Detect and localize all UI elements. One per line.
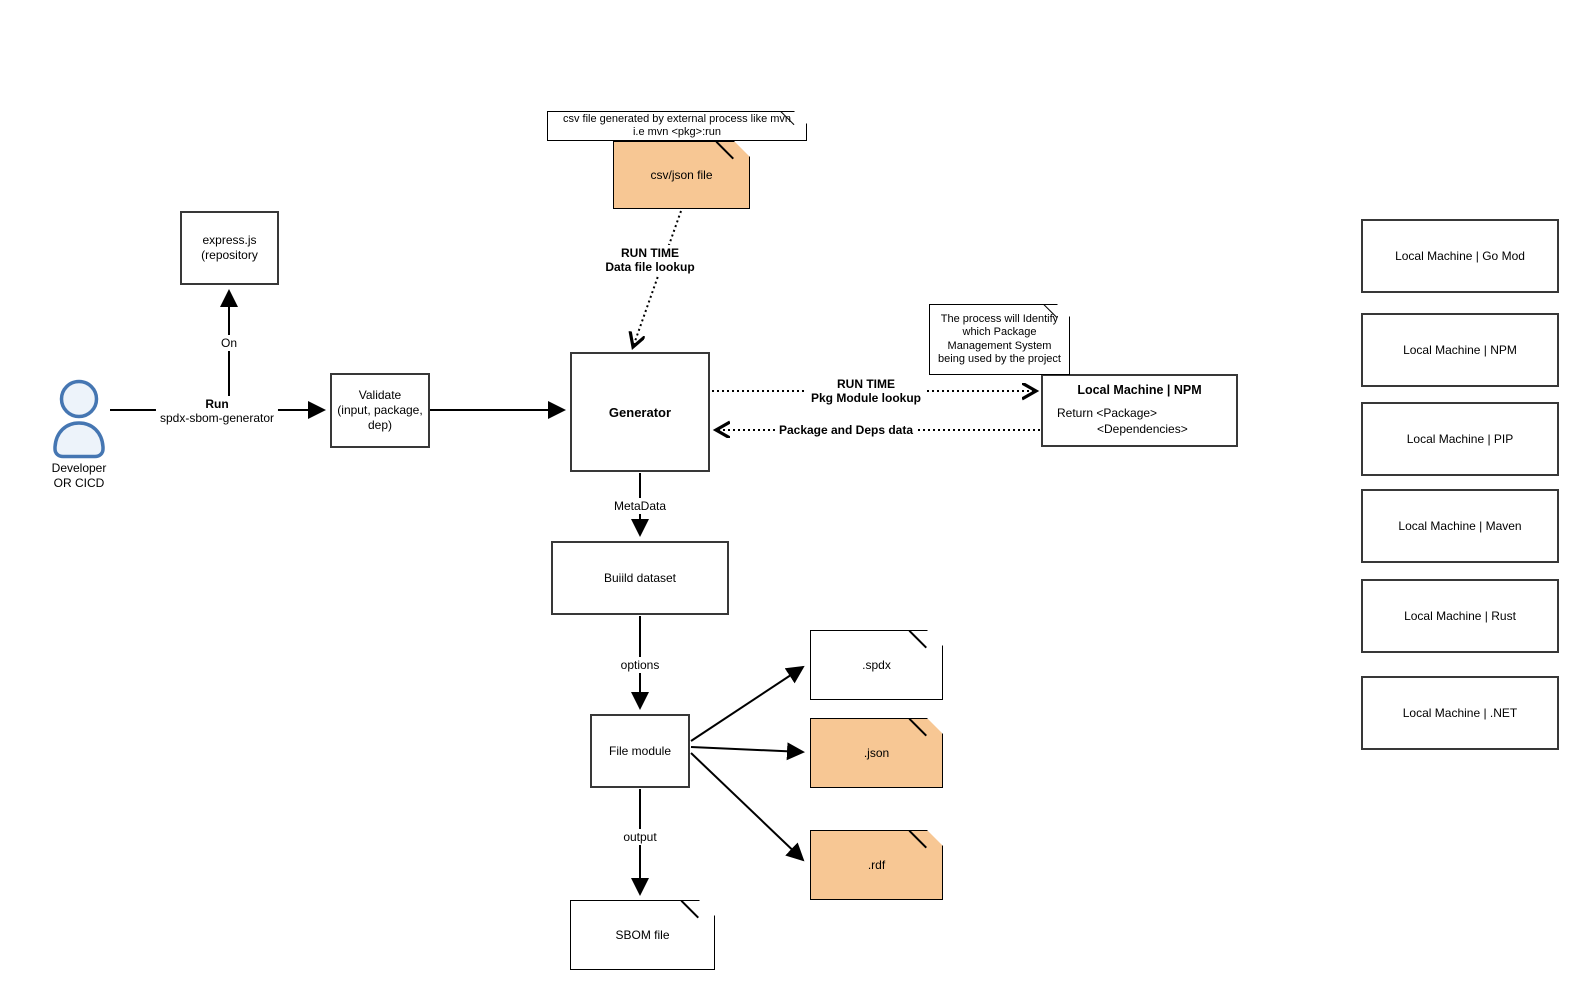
edge-label-line: Data file lookup bbox=[605, 260, 695, 274]
note-line: which Package bbox=[962, 326, 1037, 338]
node-label-line: Local Machine | Rust bbox=[1404, 608, 1516, 623]
node-local-machine-go-mod: Local Machine | Go Mod bbox=[1361, 219, 1559, 293]
node-label-line: <Dependencies> bbox=[1097, 422, 1188, 436]
note-line: being used by the project bbox=[938, 353, 1061, 365]
actor-label-line: OR CICD bbox=[53, 476, 105, 490]
edge-label-line: spdx-sbom-generator bbox=[159, 411, 275, 425]
edge-label-line: RUN TIME bbox=[621, 246, 679, 260]
node-express-js: express.js (repository bbox=[180, 211, 279, 285]
node-generator: Generator bbox=[570, 352, 710, 472]
doc-rdf: .rdf bbox=[810, 829, 944, 900]
doc-label: .spdx bbox=[862, 658, 891, 672]
node-local-machine-npm: Local Machine | NPM bbox=[1361, 313, 1559, 387]
node-label-line: File module bbox=[608, 743, 672, 758]
doc-label: SBOM file bbox=[615, 928, 670, 942]
edge-label-line: Run bbox=[205, 397, 229, 411]
doc-label: .rdf bbox=[867, 858, 886, 872]
edge-label-line: Pkg Module lookup bbox=[811, 391, 921, 405]
node-body: Return <Package> <Dependencies> bbox=[1043, 405, 1236, 437]
actor-label-line: Developer bbox=[51, 461, 107, 475]
doc-sbom-file: SBOM file bbox=[570, 899, 716, 970]
node-label-line: Validate bbox=[358, 388, 402, 402]
folded-corner-icon bbox=[926, 829, 944, 847]
node-label-line: (input, package, bbox=[337, 403, 423, 417]
folded-corner-icon bbox=[733, 140, 751, 158]
folded-corner-icon bbox=[794, 111, 807, 124]
note-line: i.e mvn <pkg>:run bbox=[632, 126, 722, 138]
edge-label-metadata: MetaData bbox=[609, 498, 671, 514]
node-label-line: Local Machine | .NET bbox=[1402, 705, 1518, 720]
doc-csv-json-file: csv/json file bbox=[613, 140, 751, 209]
person-icon bbox=[53, 379, 105, 459]
folded-corner-icon bbox=[1057, 304, 1070, 317]
node-label-line: dep) bbox=[367, 418, 393, 432]
folded-corner-icon bbox=[926, 629, 944, 647]
node-local-machine-npm-main: Local Machine | NPM Return <Package> <De… bbox=[1041, 374, 1238, 447]
note-csv-external-process: csv file generated by external process l… bbox=[547, 111, 807, 141]
doc-label: csv/json file bbox=[650, 168, 713, 182]
node-label-line: express.js bbox=[202, 233, 257, 247]
edge-label-package-deps-data: Package and Deps data bbox=[774, 422, 918, 438]
actor-developer-cicd bbox=[48, 377, 110, 459]
node-title: Local Machine | NPM bbox=[1077, 383, 1202, 397]
edge-label-run: Run spdx-sbom-generator bbox=[155, 396, 279, 426]
node-label-line: Return <Package> bbox=[1057, 406, 1158, 420]
node-build-dataset: Buiild dataset bbox=[551, 541, 729, 615]
edge-label-on: On bbox=[216, 335, 242, 351]
note-line: Management System bbox=[947, 339, 1052, 352]
node-label-line: (repository bbox=[201, 248, 258, 262]
edge-label-runtime-pkg-lookup: RUN TIME Pkg Module lookup bbox=[807, 376, 925, 406]
node-label-line: Local Machine | NPM bbox=[1403, 342, 1517, 357]
node-label-line: Local Machine | PIP bbox=[1406, 431, 1514, 446]
node-local-machine-dotnet: Local Machine | .NET bbox=[1361, 676, 1559, 750]
doc-label: .json bbox=[863, 746, 890, 760]
note-line: csv file generated by external process l… bbox=[562, 112, 792, 125]
folded-corner-icon bbox=[698, 899, 716, 917]
node-label-line: Local Machine | Maven bbox=[1398, 518, 1522, 533]
doc-spdx: .spdx bbox=[810, 629, 944, 700]
edge-label-line: RUN TIME bbox=[837, 377, 895, 391]
folded-corner-icon bbox=[926, 717, 944, 735]
note-package-management-identify: The process will Identify which Package … bbox=[929, 304, 1070, 375]
node-local-machine-maven: Local Machine | Maven bbox=[1361, 489, 1559, 563]
edge-label-output: output bbox=[619, 829, 661, 845]
actor-label: Developer OR CICD bbox=[52, 461, 107, 491]
note-line: The process will Identify bbox=[940, 312, 1059, 325]
node-validate: Validate (input, package, dep) bbox=[330, 373, 430, 448]
node-local-machine-rust: Local Machine | Rust bbox=[1361, 579, 1559, 653]
edge-label-options: options bbox=[616, 657, 664, 673]
edge-label-runtime-data-lookup: RUN TIME Data file lookup bbox=[601, 245, 699, 275]
node-local-machine-pip: Local Machine | PIP bbox=[1361, 402, 1559, 476]
doc-json: .json bbox=[810, 717, 944, 788]
node-label-line: Local Machine | Go Mod bbox=[1395, 248, 1525, 263]
node-file-module: File module bbox=[590, 714, 690, 788]
node-label-line: Buiild dataset bbox=[603, 570, 677, 585]
node-label-line: Generator bbox=[608, 404, 672, 420]
